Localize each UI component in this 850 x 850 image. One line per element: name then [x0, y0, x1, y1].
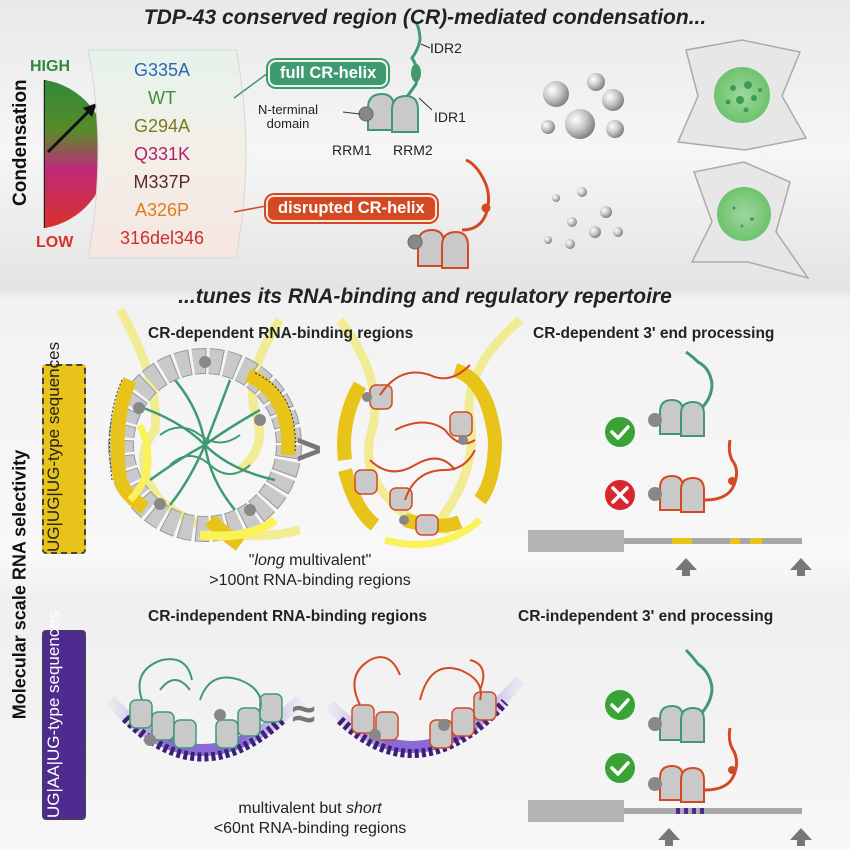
main-title: TDP-43 conserved region (CR)-mediated co…	[143, 6, 707, 29]
full-cr-helix-label: full CR-helix	[268, 60, 389, 87]
cr-dependent-processing-title: CR-dependent 3' end processing	[533, 325, 775, 342]
long-caption-line1: "long multivalent"	[248, 552, 372, 569]
rrm2-label: RRM2	[393, 142, 433, 158]
check-icon	[605, 417, 635, 447]
greater-than-symbol: >	[296, 425, 322, 474]
variant-wt: WT	[148, 88, 176, 108]
variant-316del346: 316del346	[119, 228, 205, 248]
axis-low-label: LOW	[36, 234, 74, 251]
short-caption-line1: multivalent but short	[190, 800, 430, 818]
cell-high	[676, 39, 808, 151]
variant-q331k: Q331K	[133, 144, 191, 164]
cr-independent-processing-title: CR-independent 3' end processing	[518, 608, 774, 625]
idr1-label: IDR1	[434, 109, 466, 125]
condensation-arrow	[46, 106, 94, 154]
ug-ug-ug-box: UG|UG|UG-type sequences	[42, 341, 86, 554]
short-caption-line2: <60nt RNA-binding regions	[213, 820, 407, 837]
ring-red-disrupted	[336, 316, 523, 548]
cell-low	[690, 161, 810, 280]
ug-aa-ug-label: UG|AA|UG-type sequences	[44, 610, 63, 818]
ug-ug-ug-label: UG|UG|UG-type sequences	[44, 341, 63, 552]
protein-disrupted-helix	[407, 158, 491, 269]
ring-green-cr-independent	[105, 658, 305, 762]
variant-a326p: A326P	[134, 200, 190, 220]
cr-dependent-binding-title: CR-dependent RNA-binding regions	[148, 325, 414, 342]
nterm-label: N-terminal domain	[258, 102, 318, 131]
short-word: short	[346, 800, 382, 817]
variant-g294a: G294A	[133, 116, 191, 136]
connector-full	[233, 72, 269, 99]
rrm1-label: RRM1	[332, 142, 372, 158]
long-word: long	[254, 552, 285, 569]
processing-cr-dependent	[528, 350, 812, 576]
variant-m337p: M337P	[133, 172, 191, 192]
droplets-high	[541, 73, 624, 139]
ug-aa-ug-box: UG|AA|UG-type sequences	[42, 610, 86, 820]
processing-cr-independent	[528, 648, 812, 846]
disrupted-cr-helix-label: disrupted CR-helix	[266, 195, 437, 222]
short-prefix: multivalent but	[238, 800, 347, 817]
long-rest: multivalent"	[284, 552, 372, 569]
variant-g335a: G335A	[133, 60, 191, 80]
droplets-low	[544, 187, 623, 249]
condensation-gradient	[45, 80, 108, 228]
arrow-head	[83, 103, 97, 117]
protein-full-helix	[342, 21, 433, 133]
variant-band	[87, 49, 247, 259]
idr2-label: IDR2	[430, 40, 462, 56]
approx-symbol: ≈	[292, 690, 316, 737]
axis-high-label: HIGH	[30, 58, 70, 75]
subtitle: ...tunes its RNA-binding and regulatory …	[178, 285, 672, 308]
long-caption-line2: >100nt RNA-binding regions	[209, 572, 411, 589]
condensation-axis-label: Condensation	[10, 79, 31, 206]
ring-red-cr-independent	[325, 656, 525, 758]
ring-green-cr-dependent	[108, 307, 302, 551]
cr-independent-binding-title: CR-independent RNA-binding regions	[148, 608, 427, 625]
connector-disrupted	[233, 205, 267, 213]
molecular-side-label: Molecular scale RNA selectivity	[9, 449, 30, 720]
